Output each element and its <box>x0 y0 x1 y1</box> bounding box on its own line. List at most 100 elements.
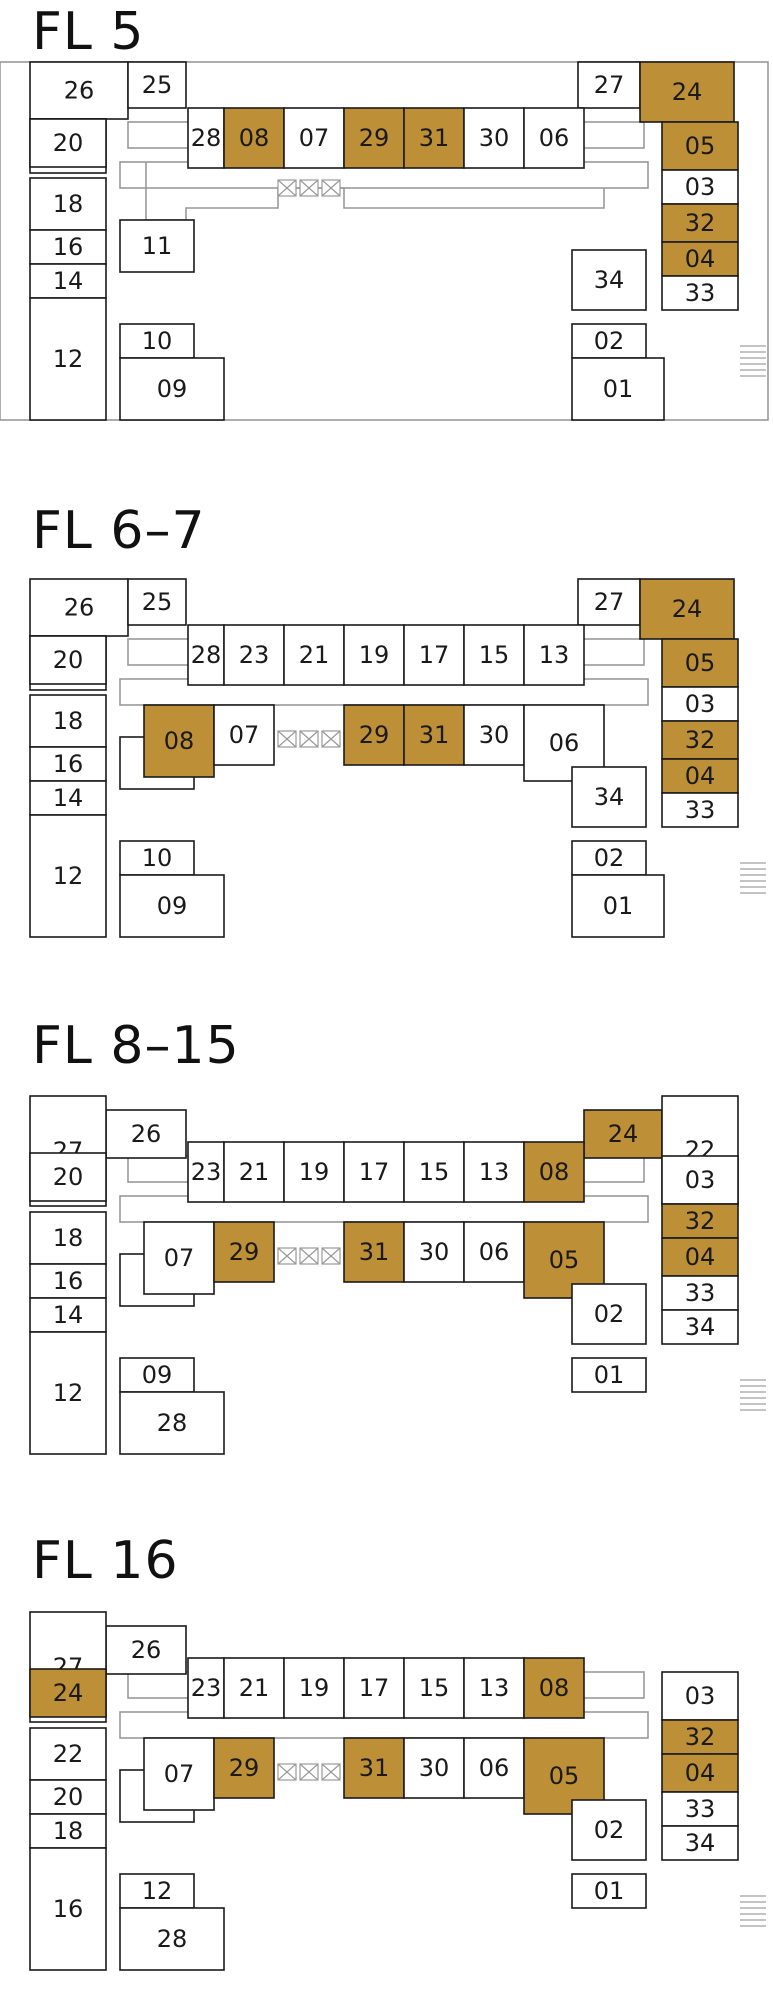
unit[interactable] <box>29 177 107 231</box>
unit[interactable] <box>463 624 525 686</box>
unit[interactable] <box>403 1657 465 1719</box>
unit[interactable] <box>571 1283 647 1345</box>
unit[interactable] <box>29 1779 107 1815</box>
unit[interactable] <box>661 792 739 828</box>
unit[interactable] <box>29 297 107 421</box>
unit[interactable] <box>403 624 465 686</box>
unit-highlighted[interactable] <box>213 1737 275 1799</box>
unit[interactable] <box>29 814 107 938</box>
unit[interactable] <box>29 694 107 748</box>
unit-highlighted[interactable] <box>523 1141 585 1203</box>
unit-highlighted[interactable] <box>661 241 739 277</box>
unit[interactable] <box>143 1737 215 1811</box>
unit[interactable] <box>29 1813 107 1849</box>
unit[interactable] <box>523 624 585 686</box>
unit-highlighted[interactable] <box>661 638 739 688</box>
unit-highlighted[interactable] <box>661 1753 739 1793</box>
unit[interactable] <box>571 874 665 938</box>
unit[interactable] <box>571 1357 647 1393</box>
unit[interactable] <box>29 635 107 685</box>
unit[interactable] <box>29 1847 107 1971</box>
unit-highlighted[interactable] <box>343 1737 405 1799</box>
unit-highlighted[interactable] <box>29 1668 107 1718</box>
unit[interactable] <box>571 357 665 421</box>
unit[interactable] <box>577 578 641 626</box>
unit[interactable] <box>661 275 739 311</box>
unit[interactable] <box>29 1263 107 1299</box>
unit[interactable] <box>661 1155 739 1205</box>
unit[interactable] <box>463 107 525 169</box>
unit[interactable] <box>661 1275 739 1311</box>
unit[interactable] <box>571 1873 647 1909</box>
unit[interactable] <box>187 624 225 686</box>
unit[interactable] <box>283 1657 345 1719</box>
unit-label: 04 <box>685 1243 716 1271</box>
unit[interactable] <box>343 624 405 686</box>
unit-highlighted[interactable] <box>661 1203 739 1239</box>
unit-highlighted[interactable] <box>661 1237 739 1277</box>
unit[interactable] <box>29 1152 107 1202</box>
unit[interactable] <box>523 107 585 169</box>
unit-label: 13 <box>539 641 570 669</box>
unit[interactable] <box>661 1309 739 1345</box>
unit[interactable] <box>661 1671 739 1721</box>
unit[interactable] <box>403 1141 465 1203</box>
unit[interactable] <box>143 1221 215 1295</box>
unit-highlighted[interactable] <box>661 758 739 794</box>
unit[interactable] <box>463 1737 525 1799</box>
unit[interactable] <box>119 1391 225 1455</box>
unit[interactable] <box>119 1873 195 1909</box>
unit[interactable] <box>29 746 107 782</box>
unit[interactable] <box>29 229 107 265</box>
unit[interactable] <box>29 263 107 299</box>
unit[interactable] <box>661 1825 739 1861</box>
unit-highlighted[interactable] <box>523 1657 585 1719</box>
unit[interactable] <box>571 1799 647 1861</box>
unit-label: 13 <box>479 1158 510 1186</box>
unit[interactable] <box>29 118 107 168</box>
unit-highlighted[interactable] <box>639 578 735 640</box>
unit[interactable] <box>571 323 647 359</box>
unit-highlighted[interactable] <box>143 704 215 778</box>
unit[interactable] <box>403 1737 465 1799</box>
unit[interactable] <box>577 61 641 109</box>
unit[interactable] <box>661 686 739 722</box>
unit[interactable] <box>127 61 187 109</box>
unit-highlighted[interactable] <box>403 107 465 169</box>
unit[interactable] <box>127 578 187 626</box>
unit[interactable] <box>29 1727 107 1781</box>
unit[interactable] <box>119 874 225 938</box>
unit[interactable] <box>187 107 225 169</box>
unit[interactable] <box>571 766 647 828</box>
unit[interactable] <box>403 1221 465 1283</box>
unit[interactable] <box>571 840 647 876</box>
unit-highlighted[interactable] <box>213 1221 275 1283</box>
unit-highlighted[interactable] <box>661 203 739 243</box>
unit[interactable] <box>119 219 195 273</box>
unit[interactable] <box>463 1221 525 1283</box>
unit[interactable] <box>283 1141 345 1203</box>
unit[interactable] <box>119 1357 195 1393</box>
unit[interactable] <box>105 1109 187 1159</box>
unit[interactable] <box>29 1211 107 1265</box>
unit-label: 14 <box>53 784 84 812</box>
unit-highlighted[interactable] <box>343 107 405 169</box>
unit-highlighted[interactable] <box>639 61 735 123</box>
unit[interactable] <box>29 1331 107 1455</box>
unit[interactable] <box>283 624 345 686</box>
unit-highlighted[interactable] <box>343 704 405 766</box>
unit[interactable] <box>343 1141 405 1203</box>
unit[interactable] <box>571 249 647 311</box>
unit[interactable] <box>187 1657 225 1719</box>
unit[interactable] <box>661 169 739 205</box>
unit[interactable] <box>119 357 225 421</box>
unit-highlighted[interactable] <box>661 720 739 760</box>
unit[interactable] <box>463 1657 525 1719</box>
unit[interactable] <box>223 624 285 686</box>
unit[interactable] <box>119 840 195 876</box>
unit[interactable] <box>213 704 275 766</box>
unit[interactable] <box>283 107 345 169</box>
unit[interactable] <box>223 1141 285 1203</box>
unit[interactable] <box>105 1625 187 1675</box>
unit-highlighted[interactable] <box>583 1109 663 1159</box>
